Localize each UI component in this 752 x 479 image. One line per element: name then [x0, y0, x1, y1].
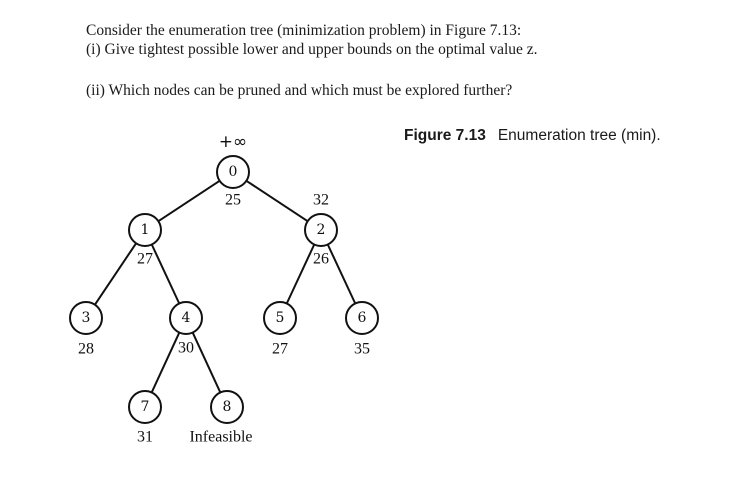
- tree-node-7-lower-bound: 31: [137, 429, 153, 446]
- tree-node-0-label: 0: [229, 164, 238, 180]
- tree-node-0: 0: [216, 155, 250, 189]
- tree-edge-1-4: [150, 244, 181, 304]
- tree-node-8: 8: [210, 390, 244, 424]
- tree-node-3: 3: [69, 301, 103, 335]
- figure-caption-text: Enumeration tree (min).: [497, 127, 661, 144]
- tree-edge-2-6: [326, 244, 357, 304]
- tree-node-1: 1: [128, 213, 162, 247]
- tree-node-8-status: Infeasible: [189, 429, 252, 446]
- tree-node-5-lower-bound: 27: [272, 341, 288, 358]
- question-part-i: (i) Give tightest possible lower and upp…: [86, 41, 538, 58]
- tree-node-4-label: 4: [182, 310, 191, 326]
- question-part-ii: (ii) Which nodes can be pruned and which…: [86, 82, 513, 99]
- tree-edge-2-5: [285, 244, 316, 304]
- tree-node-5: 5: [263, 301, 297, 335]
- tree-edge-4-8: [191, 332, 222, 393]
- tree-node-0-lower-bound: 25: [225, 192, 241, 209]
- tree-node-2: 2: [304, 213, 338, 247]
- figure-number: Figure 7.13: [404, 127, 486, 144]
- tree-node-3-label: 3: [82, 310, 91, 326]
- tree-node-1-label: 1: [141, 222, 150, 238]
- tree-node-4-lower-bound: 30: [178, 340, 194, 357]
- tree-node-2-upper-bound: 32: [313, 192, 329, 209]
- tree-node-6-lower-bound: 35: [354, 341, 370, 358]
- tree-node-3-lower-bound: 28: [78, 341, 94, 358]
- tree-node-7: 7: [128, 390, 162, 424]
- tree-node-5-label: 5: [276, 310, 285, 326]
- tree-node-4: 4: [169, 301, 203, 335]
- tree-node-1-lower-bound: 27: [137, 251, 153, 268]
- tree-edge-1-3: [94, 242, 137, 306]
- tree-node-6: 6: [345, 301, 379, 335]
- figure-caption: Figure 7.13 Enumeration tree (min).: [404, 127, 661, 145]
- question-intro: Consider the enumeration tree (minimizat…: [86, 22, 522, 39]
- tree-edge-4-7: [150, 332, 181, 393]
- tree-node-0-upper-bound: +∞: [219, 132, 247, 152]
- tree-node-8-label: 8: [223, 399, 232, 415]
- tree-edge-0-2: [245, 179, 309, 223]
- tree-node-2-label: 2: [317, 222, 326, 238]
- tree-node-6-label: 6: [358, 310, 367, 326]
- tree-edge-0-1: [157, 179, 221, 223]
- tree-node-2-lower-bound: 26: [313, 251, 329, 268]
- tree-node-7-label: 7: [141, 399, 150, 415]
